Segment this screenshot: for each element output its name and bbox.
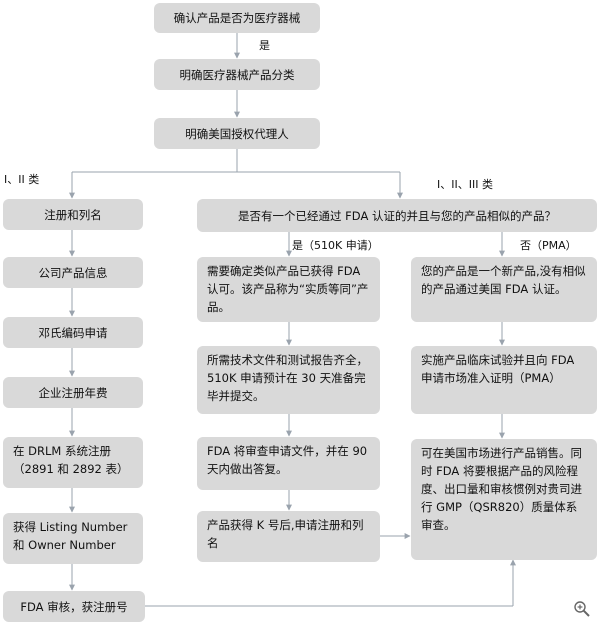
node-classify: 明确医疗器械产品分类 (154, 59, 320, 90)
label-yes: 是 (259, 39, 270, 52)
node-annual-fee: 企业注册年费 (3, 377, 143, 408)
label-class-1-2: I、II 类 (4, 173, 40, 186)
label-class-1-2-3: I、II、III 类 (437, 178, 493, 191)
node-fda-review: FDA 审核，获注册号 (3, 591, 145, 622)
node-us-agent: 明确美国授权代理人 (154, 118, 320, 149)
node-similar-product-question: 是否有一个已经通过 FDA 认证的并且与您的产品相似的产品？ (197, 199, 597, 232)
label-no-pma: 否（PMA） (520, 239, 577, 252)
magnifier-plus-icon[interactable] (573, 600, 591, 618)
label-yes-510k: 是（510K 申请） (292, 239, 379, 252)
node-drlm: 在 DRLM 系统注册（2891 和 2892 表） (3, 437, 143, 488)
node-fda-90-days: FDA 将审查申请文件，并在 90 天内做出答复。 (197, 437, 380, 490)
node-k-number: 产品获得 K 号后,申请注册和列名 (197, 511, 380, 562)
node-510k-documents: 所需技术文件和测试报告齐全，510K 申请预计在 30 天准备完毕并提交。 (197, 346, 380, 414)
node-market-gmp-review: 可在美国市场进行产品销售。同时 FDA 将要根据产品的风险程度、出口量和审核惯例… (411, 439, 597, 560)
node-listing-owner-number: 获得 Listing Number 和 Owner Number (3, 513, 143, 564)
node-new-product: 您的产品是一个新产品,没有相似的产品通过美国 FDA 认证。 (411, 257, 597, 322)
node-company-info: 公司产品信息 (3, 257, 143, 288)
node-clinical-trial-pma: 实施产品临床试验并且向 FDA 申请市场准入证明（PMA） (411, 346, 597, 414)
node-substantial-equivalence: 需要确定类似产品已获得 FDA 认可。该产品称为“实质等同”产品。 (197, 257, 380, 322)
node-is-medical-device: 确认产品是否为医疗器械 (154, 3, 320, 33)
node-duns: 邓氏编码申请 (3, 317, 143, 348)
node-register-and-list: 注册和列名 (3, 199, 143, 230)
